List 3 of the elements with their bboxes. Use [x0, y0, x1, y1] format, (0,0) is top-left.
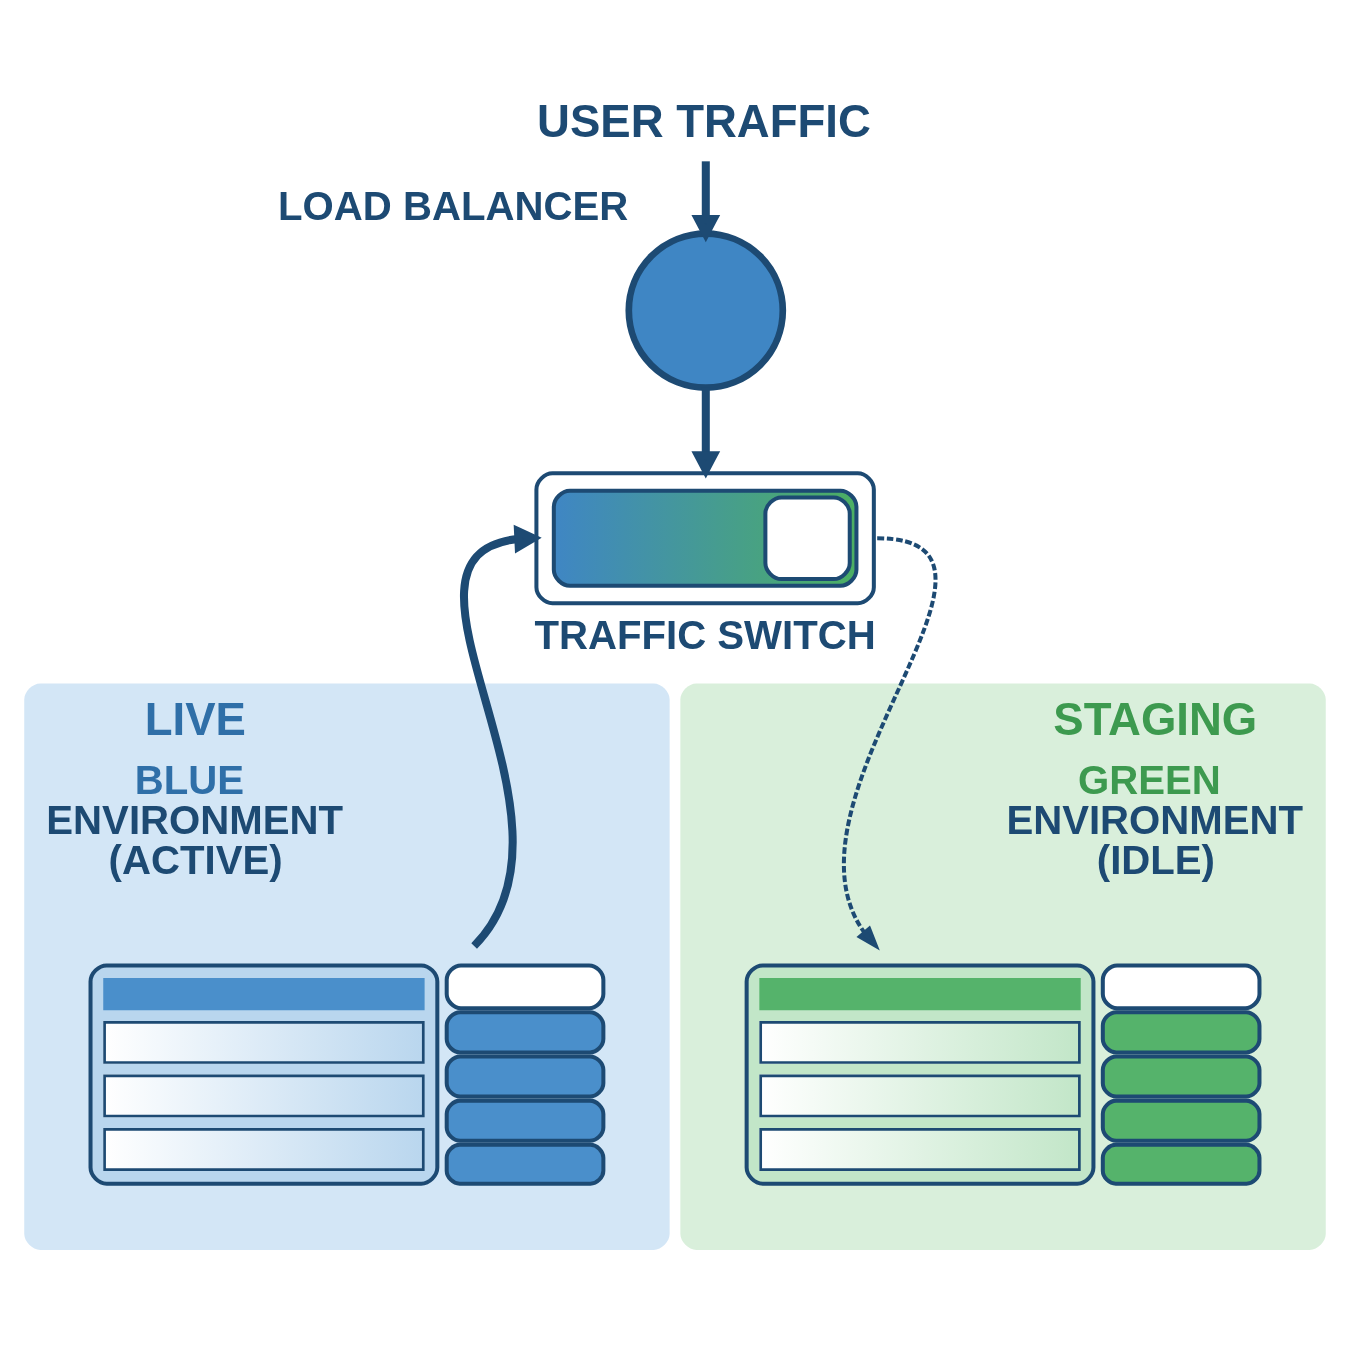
node-label: LOAD BALANCER: [277, 183, 629, 229]
node-label: TRAFFIC SWITCH: [534, 612, 876, 658]
node-text: USER TRAFFIC: [537, 95, 871, 147]
